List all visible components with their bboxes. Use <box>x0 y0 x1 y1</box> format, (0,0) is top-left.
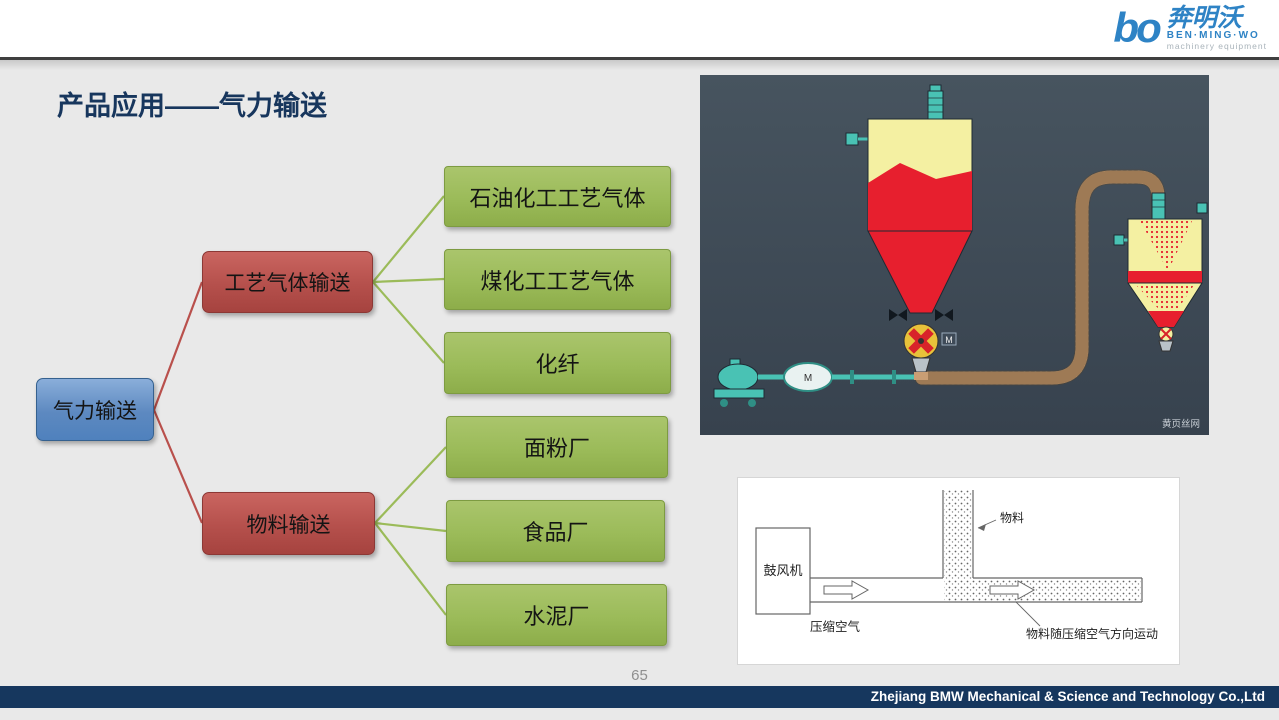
logo-name-en: BEN·MING·WO <box>1166 30 1260 42</box>
photo-watermark: 黄页丝网 <box>1162 418 1200 430</box>
photo-vessel-label: M <box>804 373 812 384</box>
flow-node-leaf: 煤化工工艺气体 <box>444 249 671 310</box>
flow-node-leaf: 水泥厂 <box>446 584 667 646</box>
photo-left-hopper: M <box>845 84 973 380</box>
schematic-blower-box <box>755 527 811 615</box>
logo-name-cn: 奔明沃 <box>1166 4 1242 33</box>
page-title: 产品应用——气力输送 <box>57 91 327 121</box>
flow-node-root: 气力输送 <box>36 378 154 441</box>
flow-node-leaf: 化纤 <box>444 332 671 394</box>
flow-arrow-icon <box>989 580 1036 600</box>
schematic-material-label: 物料 <box>1000 511 1024 525</box>
flow-node-leaf: 石油化工工艺气体 <box>444 166 671 227</box>
photo-right-hopper <box>1113 192 1208 352</box>
header-divider <box>0 57 1279 60</box>
logo-text-block: 奔明沃 BEN·MING·WO machinery equipment <box>1167 5 1267 51</box>
flow-node-branch: 工艺气体输送 <box>202 251 373 313</box>
logo-tagline: machinery equipment <box>1166 40 1267 51</box>
company-name: Zhejiang BMW Mechanical & Science and Te… <box>870 689 1265 704</box>
flow-node-branch: 物料输送 <box>202 492 375 555</box>
photo-valve-label: M <box>945 335 953 345</box>
header-bar: bo 奔明沃 BEN·MING·WO machinery equipment <box>0 0 1279 57</box>
schematic-blower-label: 鼓风机 <box>763 563 802 578</box>
pneumatic-system-photo: M <box>700 75 1209 435</box>
flow-arrow-icon <box>823 580 870 600</box>
flow-node-leaf: 面粉厂 <box>446 416 668 478</box>
schematic-flow-label: 物料随压缩空气方向运动 <box>1026 626 1158 641</box>
flow-node-leaf: 食品厂 <box>446 500 665 562</box>
company-logo: bo 奔明沃 BEN·MING·WO machinery equipment <box>1113 3 1267 53</box>
photo-transport-pipe <box>914 169 1166 386</box>
header-shadow <box>0 60 1279 70</box>
photo-blower-unit: M <box>713 358 914 407</box>
schematic-air-label: 压缩空气 <box>810 619 861 634</box>
logo-icon: bo <box>1113 4 1161 51</box>
page-number: 65 <box>631 667 648 684</box>
airflow-schematic: 鼓风机 物料 压缩空气 物料随压缩空气方向运动 <box>737 477 1180 665</box>
footer-bar: Zhejiang BMW Mechanical & Science and Te… <box>0 686 1279 708</box>
